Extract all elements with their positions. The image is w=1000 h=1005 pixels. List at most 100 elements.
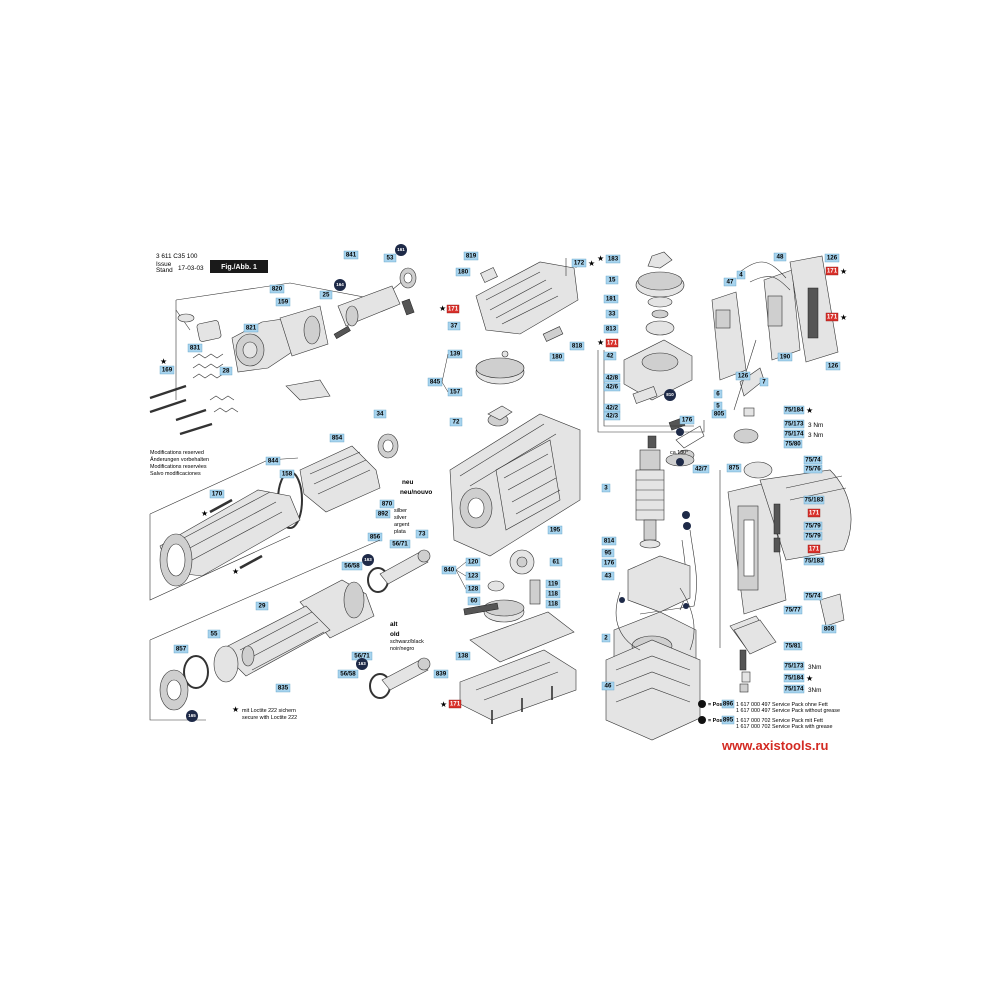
label-875: 875 xyxy=(726,463,742,473)
label-171-base: 171 xyxy=(448,699,462,709)
label-42-2: 42/2 xyxy=(603,403,621,413)
base-plate xyxy=(459,611,577,724)
svg-text:171: 171 xyxy=(607,340,618,347)
svg-text:75/184: 75/184 xyxy=(785,407,804,414)
label-42-3: 42/3 xyxy=(603,411,621,421)
label-844: 844 xyxy=(265,456,281,466)
service-marker-163 xyxy=(362,554,374,566)
svg-text:plata: plata xyxy=(394,529,406,535)
label-34: 34 xyxy=(373,409,387,419)
label-120: 120 xyxy=(465,557,481,567)
svg-text:170: 170 xyxy=(212,491,223,498)
svg-text:15: 15 xyxy=(609,277,616,284)
svg-text:138: 138 xyxy=(458,653,469,660)
filled-circle-icon xyxy=(698,716,706,724)
label-159: 159 xyxy=(275,297,291,307)
svg-text:123: 123 xyxy=(468,573,479,580)
svg-text:896: 896 xyxy=(723,701,734,708)
label-53: 53 xyxy=(383,253,397,263)
svg-text:813: 813 xyxy=(606,326,617,333)
svg-text:75/174: 75/174 xyxy=(785,686,804,693)
loctite-note-de: mit Loctite 222 sichern xyxy=(242,708,296,714)
svg-text:43: 43 xyxy=(605,573,612,580)
variant-old-title-b: old xyxy=(390,631,400,638)
label-171-handle-a: 171 xyxy=(825,266,839,276)
svg-text:75/174: 75/174 xyxy=(785,431,804,438)
label-75-74-low: 75/74 xyxy=(803,591,823,601)
service-marker-164 xyxy=(334,279,346,291)
label-814: 814 xyxy=(601,536,617,546)
label-75-81: 75/81 xyxy=(783,641,803,651)
label-870: 870 xyxy=(379,499,395,509)
svg-text:★: ★ xyxy=(439,304,446,313)
svg-text:75/184: 75/184 xyxy=(785,675,804,682)
gear-cover-assembly xyxy=(475,258,579,385)
svg-text:171: 171 xyxy=(827,314,838,321)
svg-text:171: 171 xyxy=(448,306,459,313)
svg-text:★: ★ xyxy=(232,705,239,714)
svg-text:120: 120 xyxy=(468,559,479,566)
svg-text:171: 171 xyxy=(827,268,838,275)
label-5: 5 xyxy=(713,401,723,411)
svg-text:29: 29 xyxy=(259,603,266,610)
svg-text:★: ★ xyxy=(440,700,447,709)
svg-text:56/58: 56/58 xyxy=(344,563,360,570)
svg-text:argent: argent xyxy=(394,522,410,528)
svg-text:★: ★ xyxy=(806,406,813,415)
svg-text:42/2: 42/2 xyxy=(606,405,619,412)
label-75-184-top: 75/184 xyxy=(783,405,805,415)
svg-text:181: 181 xyxy=(606,296,617,303)
label-3: 3 xyxy=(601,483,611,493)
svg-text:33: 33 xyxy=(609,311,616,318)
label-158: 158 xyxy=(279,469,295,479)
label-126-top: 126 xyxy=(824,253,840,263)
svg-text:7: 7 xyxy=(762,379,766,386)
svg-text:171: 171 xyxy=(809,510,820,517)
handle-switch-assembly xyxy=(711,255,839,411)
svg-text:★: ★ xyxy=(597,254,604,263)
label-180-mid: 180 xyxy=(549,352,565,362)
label-128: 128 xyxy=(465,584,481,594)
svg-text:1 617 000 702 Service Pack mit: 1 617 000 702 Service Pack mit Fett xyxy=(736,718,823,724)
svg-text:42/6: 42/6 xyxy=(606,384,619,391)
torque-3: 3Nm xyxy=(808,664,822,671)
gear-set xyxy=(463,549,541,623)
torque-2: 3 Nm xyxy=(808,432,823,439)
label-42: 42 xyxy=(603,351,617,361)
side-handle-parts xyxy=(733,619,777,693)
label-47: 47 xyxy=(723,277,737,287)
label-126-mid: 126 xyxy=(825,361,841,371)
bolt-set xyxy=(149,384,213,436)
label-75-80: 75/80 xyxy=(783,439,803,449)
label-119: 119 xyxy=(545,579,561,589)
label-55: 55 xyxy=(207,629,221,639)
svg-text:128: 128 xyxy=(468,586,479,593)
svg-text:171: 171 xyxy=(450,701,461,708)
website-link[interactable]: www.axistools.ru xyxy=(721,738,828,753)
label-42-7: 42/7 xyxy=(692,464,710,474)
svg-text:75/79: 75/79 xyxy=(805,533,821,540)
svg-text:37: 37 xyxy=(451,323,458,330)
svg-text:1 617 000 497 Service Pack ohn: 1 617 000 497 Service Pack ohne Fett xyxy=(736,702,828,708)
svg-text:61: 61 xyxy=(553,559,560,566)
svg-text:157: 157 xyxy=(450,389,461,396)
spring-set xyxy=(192,353,239,413)
svg-text:48: 48 xyxy=(777,254,784,261)
service-marker-161 xyxy=(395,244,407,256)
label-43: 43 xyxy=(601,571,615,581)
svg-text:= Pos.: = Pos. xyxy=(708,718,725,724)
svg-text:810: 810 xyxy=(666,392,674,397)
svg-text:163: 163 xyxy=(364,557,372,562)
stand-label: Stand xyxy=(156,267,173,274)
svg-text:34: 34 xyxy=(377,411,384,418)
label-37: 37 xyxy=(447,321,461,331)
tool-holder-tube xyxy=(149,539,381,721)
label-171-bearing: 171 xyxy=(605,338,619,348)
svg-text:75/183: 75/183 xyxy=(805,497,824,504)
label-42-8: 42/8 xyxy=(603,373,621,383)
label-61: 61 xyxy=(549,557,563,567)
label-75-79-b: 75/79 xyxy=(803,531,823,541)
svg-text:60: 60 xyxy=(471,598,478,605)
svg-text:805: 805 xyxy=(714,411,725,418)
label-15: 15 xyxy=(605,275,619,285)
